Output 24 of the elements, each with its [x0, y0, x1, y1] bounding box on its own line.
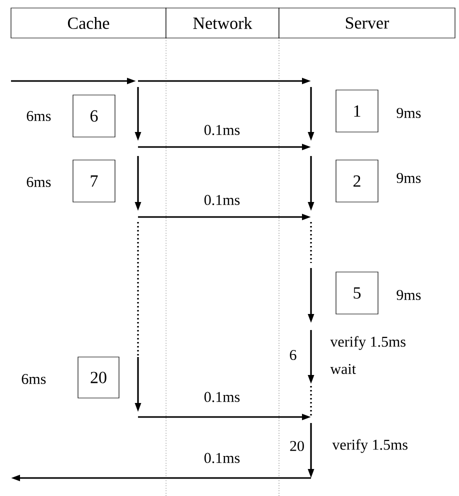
column-header: Server: [278, 8, 456, 38]
time-label: 9ms: [396, 172, 421, 184]
time-label: 0.1ms: [204, 194, 240, 206]
number-box: 20: [78, 356, 120, 398]
number-box: 2: [336, 160, 378, 202]
time-label: 9ms: [396, 290, 421, 300]
time-label: 6ms: [22, 374, 46, 384]
number-box: 1: [336, 90, 378, 132]
time-label: verify 1.5ms: [330, 336, 406, 350]
time-label: 6: [290, 350, 296, 360]
time-label: 0.1ms: [204, 124, 240, 136]
time-label: verify 1.5ms: [332, 439, 408, 453]
time-label: 20: [290, 440, 304, 452]
time-label: 6ms: [26, 176, 51, 188]
number-box: 6: [72, 94, 116, 138]
column-header: Network: [166, 8, 280, 38]
time-label: 9ms: [396, 108, 421, 118]
time-label: 0.1ms: [204, 392, 240, 402]
number-box: 7: [72, 160, 116, 202]
time-label: 6ms: [26, 110, 51, 122]
number-box: 5: [336, 272, 378, 314]
time-label: 0.1ms: [204, 452, 240, 464]
time-label: wait: [330, 364, 356, 374]
column-header: Cache: [10, 8, 166, 38]
